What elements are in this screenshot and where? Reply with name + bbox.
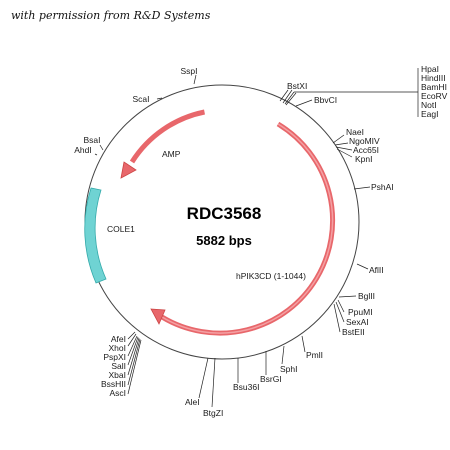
site-scai: ScaI bbox=[132, 94, 149, 104]
mcs-site-ecorv: EcoRV bbox=[421, 91, 448, 101]
amp-arrowhead bbox=[120, 161, 137, 179]
site-aflii: AflII bbox=[369, 265, 384, 275]
site-sphi: SphI bbox=[280, 364, 298, 374]
site-afei: AfeI bbox=[111, 334, 126, 344]
site-acc65i: Acc65I bbox=[353, 145, 379, 155]
site-sspi: SspI bbox=[180, 66, 197, 76]
site-ahdi: AhdI bbox=[74, 145, 92, 155]
plasmid-name: RDC3568 bbox=[187, 204, 262, 223]
cole1-feature bbox=[84, 187, 107, 284]
site-xbai: XbaI bbox=[109, 370, 127, 380]
plasmid-size: 5882 bps bbox=[196, 233, 252, 248]
insert-feature-arc-inner bbox=[161, 123, 334, 334]
cole1-label: COLE1 bbox=[107, 224, 135, 234]
site-sali: SalI bbox=[111, 361, 126, 371]
site-btgzi: BtgZI bbox=[203, 408, 223, 418]
site-bsai: BsaI bbox=[83, 135, 100, 145]
mcs-site-eagi: EagI bbox=[421, 109, 439, 119]
mcs-site-noti: NotI bbox=[421, 100, 437, 110]
site-bsu36i: Bsu36I bbox=[233, 382, 259, 392]
mcs-site-hpai: HpaI bbox=[421, 64, 439, 74]
mcs-site-hindiii: HindIII bbox=[421, 73, 446, 83]
site-pshai: PshAI bbox=[371, 182, 394, 192]
insert-feature-arc bbox=[160, 121, 336, 336]
site-asci: AscI bbox=[109, 388, 126, 398]
site-naei: NaeI bbox=[346, 127, 364, 137]
site-alei: AleI bbox=[185, 397, 200, 407]
credit-text: with permission from R&D Systems bbox=[11, 9, 211, 22]
site-bbvci: BbvCI bbox=[314, 95, 337, 105]
insert-label: hPIK3CD (1-1044) bbox=[236, 271, 306, 281]
site-bstxi: BstXI bbox=[287, 81, 307, 91]
site-kpni: KpnI bbox=[355, 154, 373, 164]
insert-arrowhead bbox=[150, 308, 166, 325]
site-bsshii: BssHII bbox=[101, 379, 126, 389]
site-sexai: SexAI bbox=[346, 317, 369, 327]
site-bglii: BglII bbox=[358, 291, 375, 301]
site-ppumi: PpuMI bbox=[348, 307, 373, 317]
site-ngomiv: NgoMIV bbox=[349, 136, 380, 146]
site-xhoi: XhoI bbox=[109, 343, 127, 353]
site-pspxi: PspXI bbox=[103, 352, 126, 362]
mcs-site-bamhi: BamHI bbox=[421, 82, 447, 92]
site-pmli: PmlI bbox=[306, 350, 323, 360]
site-bsteii: BstEII bbox=[342, 327, 365, 337]
site-bsrgi: BsrGI bbox=[260, 374, 282, 384]
amp-label: AMP bbox=[162, 149, 181, 159]
amp-feature-arc bbox=[129, 109, 205, 164]
